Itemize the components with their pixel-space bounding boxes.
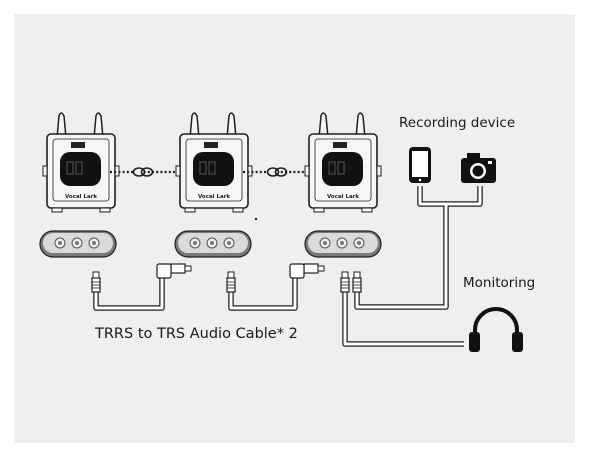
angle-plug-2 [289, 263, 325, 279]
recording-device-label: Recording device [399, 115, 516, 131]
plug-2 [226, 271, 236, 293]
link-icon [266, 167, 288, 177]
device-1: Vocal Lark [42, 112, 120, 213]
pod-1 [39, 230, 117, 258]
link-icon [132, 167, 154, 177]
pod-2 [174, 230, 252, 258]
pairing-link-2 [243, 167, 305, 177]
dot-mark [254, 217, 258, 221]
angle-plug-1 [156, 263, 192, 279]
device-3: Vocal Lark [304, 112, 382, 213]
device-2: Vocal Lark [175, 112, 253, 213]
plug-3 [340, 271, 350, 293]
cable-lines [93, 186, 483, 347]
diagram-canvas: Vocal Lark Vocal Lark Vocal Lark [39, 112, 523, 352]
monitoring-label: Monitoring [463, 275, 536, 291]
pod-3 [304, 230, 382, 258]
phone-icon [409, 147, 431, 183]
plug-1 [91, 271, 101, 293]
camera-icon [461, 153, 496, 183]
device-1-brand: Vocal Lark [65, 194, 97, 200]
plug-4 [352, 271, 362, 293]
device-2-brand: Vocal Lark [198, 194, 230, 200]
pairing-link-1 [110, 167, 176, 177]
headphones-icon [469, 307, 523, 352]
diagram-panel: Vocal Lark Vocal Lark Vocal Lark [14, 14, 575, 443]
cable-label: TRRS to TRS Audio Cable* 2 [95, 326, 298, 342]
device-3-brand: Vocal Lark [327, 194, 359, 200]
